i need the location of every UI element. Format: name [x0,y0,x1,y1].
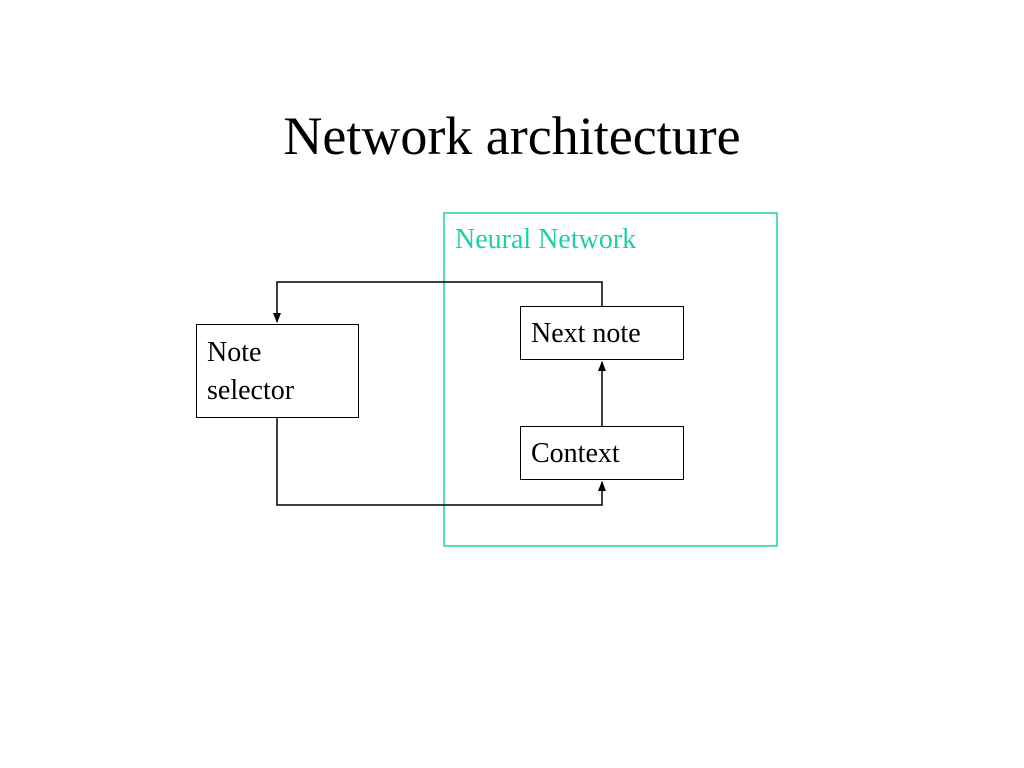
slide-title: Network architecture [283,106,741,166]
edge-next-note-to-note-selector [273,281,603,323]
next-note-box: Next note [520,306,684,360]
neural-network-label: Neural Network [455,224,637,255]
edge-note-selector-to-context [276,418,606,506]
next-note-label: Next note [531,318,641,349]
note-selector-label-line1: Note [207,337,262,368]
context-box: Context [520,426,684,480]
neural-network-container [443,212,778,547]
note-selector-box: Note selector [196,324,359,418]
context-label: Context [531,438,620,469]
note-selector-label-line2: selector [207,375,295,406]
